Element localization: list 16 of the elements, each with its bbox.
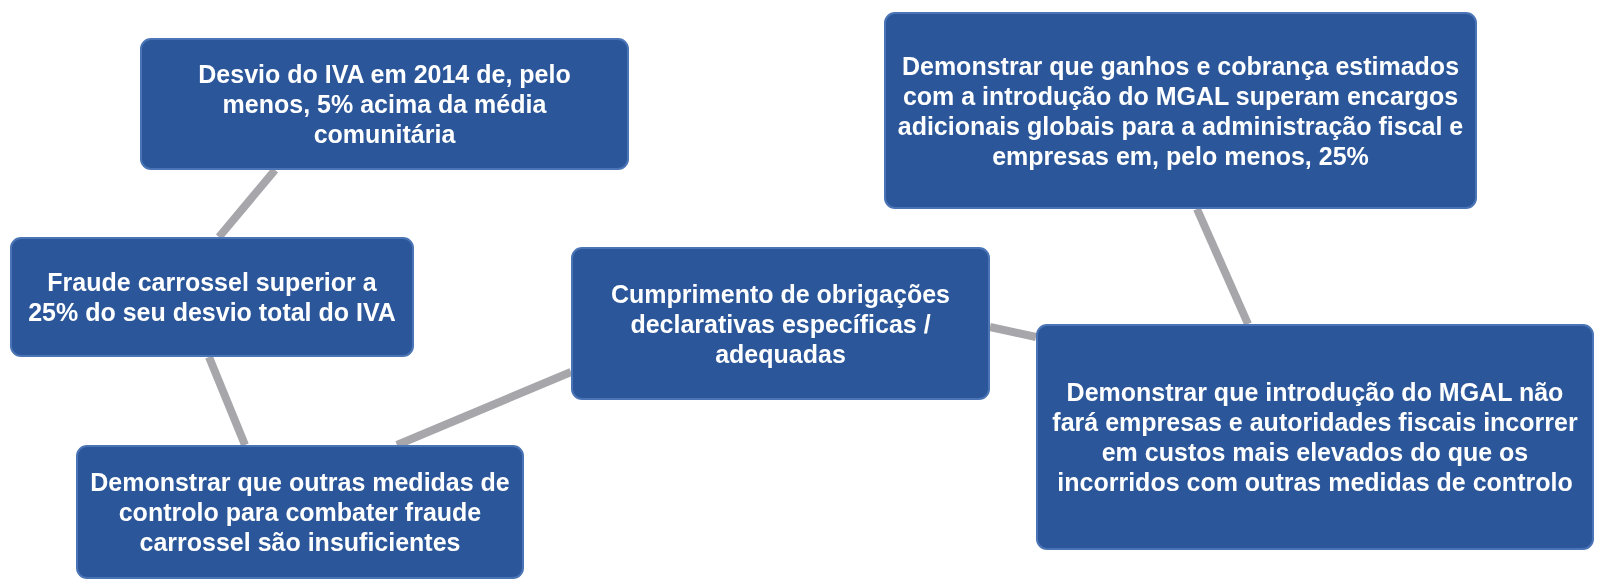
connector-line [215,167,279,240]
box-text: Cumprimento de obrigações declarativas específicas / adequadas [610,278,951,369]
box-text: Fraude carrossel superior a 25% do seu desvio total do IVA [27,267,397,327]
box-text: Desvio do IVA em 2014 de, pelo menos, 5% acima da média comunitária [197,59,572,149]
connector-line [1193,207,1252,326]
box-text: Demonstrar que outras medidas de controlo para combater fraude carrossel são insuficientes [89,467,511,557]
box-text: Demonstrar que introdução do MGAL não fará empresas e autoridades fiscais incorrer em custos mais elevados do que os incorridos com outras medidas de controlo [1051,377,1579,497]
box-text: Demonstrar que ganhos e cobrança estimados com a introdução do MGAL superam encargos adicionais globais para a administração fiscal e empresas em, pelo menos, 25% [896,50,1465,171]
process-box [140,38,629,170]
connector-line [205,355,249,447]
connector-line [989,323,1037,341]
process-box [884,12,1477,209]
process-box [10,237,414,357]
process-box [76,445,524,579]
process-box [571,247,990,400]
process-box [1036,324,1594,550]
